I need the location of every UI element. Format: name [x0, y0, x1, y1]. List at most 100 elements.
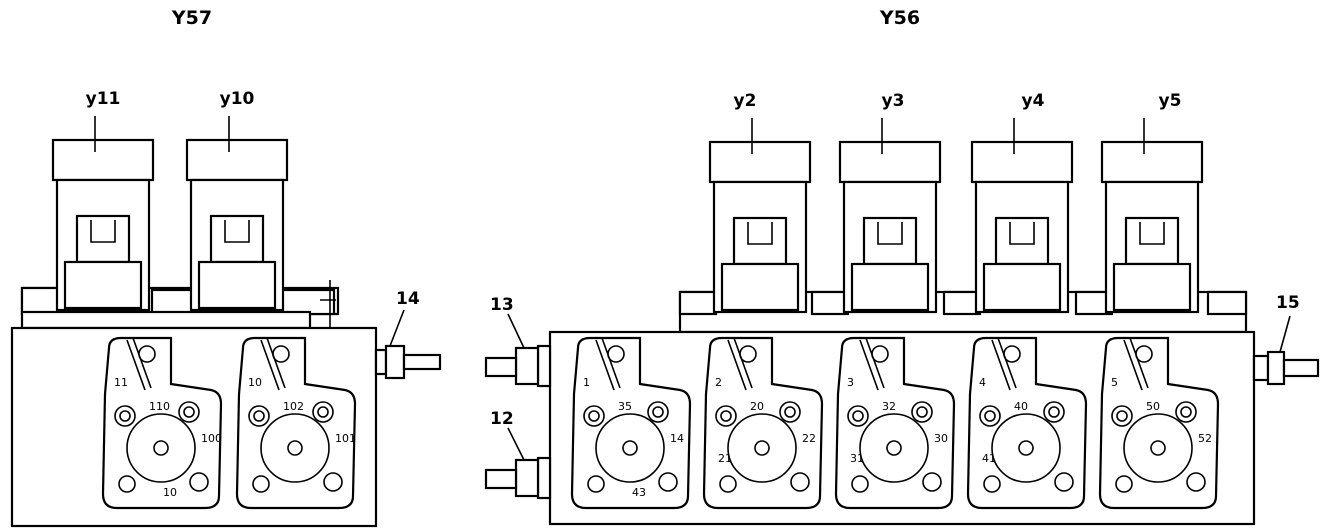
valve-label-y10: y10 [220, 89, 255, 109]
center-disc [1123, 413, 1193, 483]
port-ring [583, 405, 605, 427]
port-label: 102 [283, 400, 304, 413]
fitting-12-hex [514, 458, 540, 498]
block-y57 [10, 280, 442, 528]
valve-base [720, 262, 800, 312]
port-ring [790, 472, 810, 492]
port-label: 35 [618, 400, 632, 413]
station-number: 11 [114, 376, 128, 389]
connector-pin [224, 220, 250, 243]
connector-pin [90, 220, 116, 243]
plate-pad [1206, 290, 1248, 316]
vent-hole [739, 345, 757, 363]
vent-hole [1003, 345, 1021, 363]
group-label-y56: Y56 [879, 7, 920, 29]
port-ring [1175, 401, 1197, 423]
port-ring [1115, 475, 1133, 493]
center-hub [754, 440, 770, 456]
port-hole [852, 410, 864, 422]
center-disc [991, 413, 1061, 483]
solenoid-valve-y11 [51, 116, 155, 312]
valve-label-y5: y5 [1159, 91, 1182, 111]
station-number: 1 [583, 376, 590, 389]
port-label: 110 [149, 400, 170, 413]
station-plates: 1111010010101021011351443220222133230314… [101, 336, 1220, 510]
port-label: 10 [163, 486, 177, 499]
port-ring [851, 475, 869, 493]
station-number: 5 [1111, 376, 1118, 389]
fitting-15-pipe [1282, 358, 1320, 378]
port-ring [979, 405, 1001, 427]
port-label: 52 [1198, 432, 1212, 445]
port-label: 41 [982, 452, 996, 465]
center-hub [1150, 440, 1166, 456]
coil-cap [185, 138, 289, 182]
coil-cap [1100, 140, 1204, 184]
coil-cap [838, 140, 942, 184]
plate-tab [727, 337, 753, 391]
port-hole [253, 410, 265, 422]
center-hub [622, 440, 638, 456]
port-ring [719, 475, 737, 493]
port-label: 22 [802, 432, 816, 445]
fitting-13-hex [514, 346, 540, 386]
connector-pin [1009, 222, 1035, 245]
port-ring [983, 475, 1001, 493]
port-ring [312, 401, 334, 423]
port-ring [114, 405, 136, 427]
port-ring [252, 475, 270, 493]
port-hole [916, 406, 928, 418]
connector-socket [994, 216, 1050, 266]
port-ring [587, 475, 605, 493]
port-ring [248, 405, 270, 427]
plate-strip [20, 310, 312, 330]
port-ring [922, 472, 942, 492]
port-ring [1043, 401, 1065, 423]
pin-fitting [320, 280, 336, 330]
port-label: 43 [632, 486, 646, 499]
callout-15: 15 [1276, 293, 1300, 313]
port-label: 32 [882, 400, 896, 413]
center-hub [886, 440, 902, 456]
plate-pad [150, 288, 194, 316]
connector-pin [1139, 222, 1165, 245]
vent-hole [871, 345, 889, 363]
coil-cap [51, 138, 155, 182]
plate-tab [859, 337, 885, 391]
station-number: 3 [847, 376, 854, 389]
port-label: 20 [750, 400, 764, 413]
center-hub [287, 440, 303, 456]
station-1: 1 35 14 43 [570, 336, 692, 510]
connector-socket [209, 214, 265, 264]
center-hub [153, 440, 169, 456]
port-label: 14 [670, 432, 684, 445]
port-ring [323, 472, 343, 492]
plate-pad [20, 286, 62, 316]
vent-hole [1135, 345, 1153, 363]
port-label: 50 [1146, 400, 1160, 413]
port-hole [1116, 410, 1128, 422]
valve-base [1112, 262, 1192, 312]
port-label: 101 [335, 432, 356, 445]
center-disc [727, 413, 797, 483]
coil-cap [970, 140, 1074, 184]
group-label-y57: Y57 [171, 7, 212, 29]
port-hole [1180, 406, 1192, 418]
connector-socket [732, 216, 788, 266]
port-ring [715, 405, 737, 427]
connector-pin [877, 222, 903, 245]
fitting-14-nut [374, 348, 388, 376]
station-11: 11 110 100 10 [101, 336, 223, 510]
port-ring [189, 472, 209, 492]
fitting-12-pipe [484, 468, 518, 490]
vent-hole [607, 345, 625, 363]
port-label: 100 [201, 432, 222, 445]
connector-socket [75, 214, 131, 264]
valve-label-y4: y4 [1022, 91, 1045, 111]
connector-socket [1124, 216, 1180, 266]
leader-13 [507, 313, 525, 349]
port-hole [183, 406, 195, 418]
